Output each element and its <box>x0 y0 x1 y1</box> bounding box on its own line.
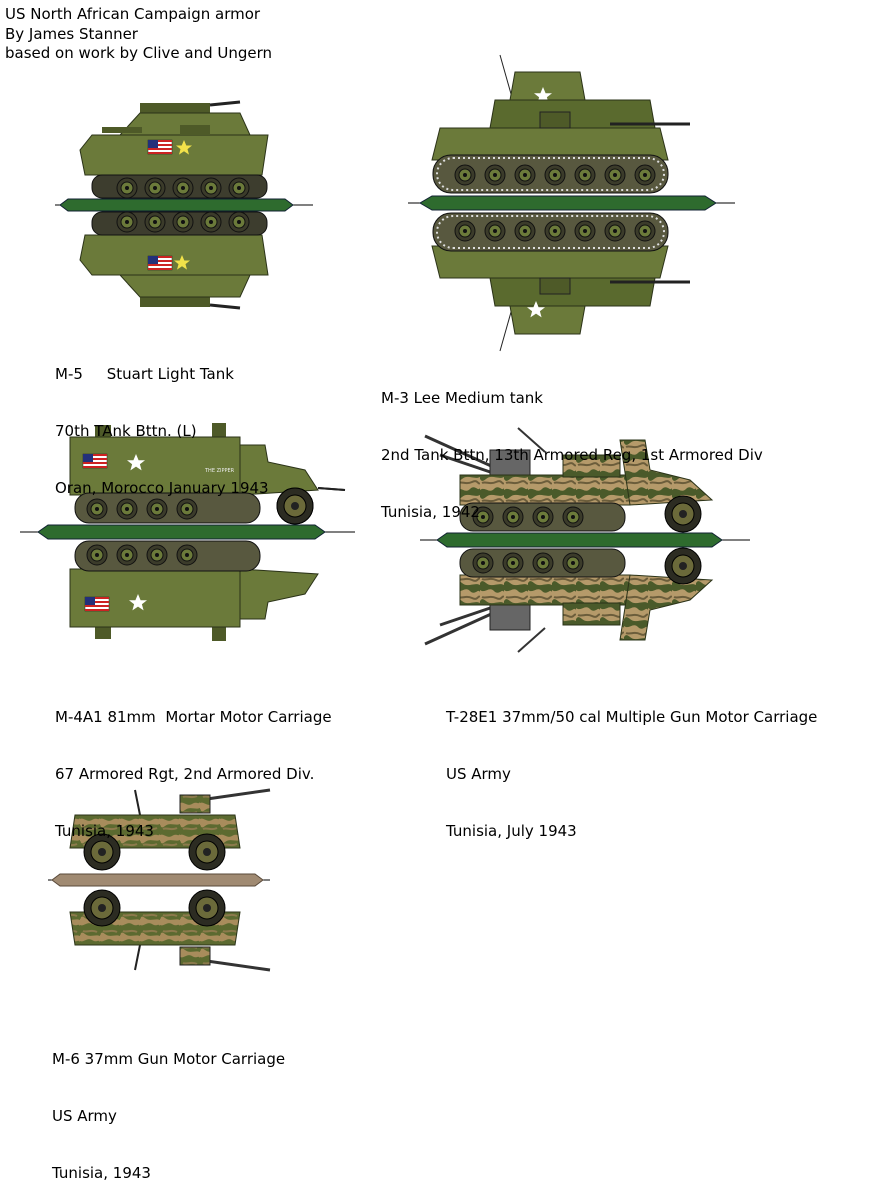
m5-caption-line-1: M-5 Stuart Light Tank <box>55 365 234 383</box>
m5-stuart-art <box>55 100 313 310</box>
m6-caption: M-6 37mm Gun Motor Carriage US Army Tuni… <box>52 1012 285 1202</box>
m4a1-caption-line-3: Tunisia, 1943 <box>55 822 154 840</box>
m4a1-caption-line-1: M-4A1 81mm Mortar Motor Carriage <box>55 708 332 726</box>
m4a1-mortar-art: THE ZIPPER <box>20 423 355 641</box>
t28e1-caption-line-2: US Army <box>446 765 511 783</box>
t28e1-art <box>420 427 750 653</box>
m6-caption-line-2: US Army <box>52 1107 117 1125</box>
m4a1-marking: THE ZIPPER <box>204 468 235 474</box>
m5-caption: M-5 Stuart Light Tank 70th TAnk Bttn. (L… <box>55 327 269 517</box>
vehicle-artwork: THE ZIPPER <box>20 54 750 972</box>
m6-caption-line-1: M-6 37mm Gun Motor Carriage <box>52 1050 286 1068</box>
m5-caption-line-2: 70th TAnk Bttn. (L) <box>55 422 197 440</box>
header-line-1: US North African Campaign armor <box>5 5 261 23</box>
m6-art <box>48 788 271 972</box>
t28e1-caption: T-28E1 37mm/50 cal Multiple Gun Motor Ca… <box>446 670 817 860</box>
m5-caption-line-3: Oran, Morocco January 1943 <box>55 479 269 497</box>
header-line-2: By James Stanner <box>5 25 138 43</box>
m3-caption-line-3: Tunisia, 1942 <box>381 503 480 521</box>
m4a1-caption: M-4A1 81mm Mortar Motor Carriage 67 Armo… <box>55 670 332 860</box>
m6-caption-line-3: Tunisia, 1943 <box>52 1164 151 1182</box>
t28e1-caption-line-3: Tunisia, July 1943 <box>446 822 577 840</box>
m3-caption-line-1: M-3 Lee Medium tank <box>381 389 543 407</box>
t28e1-caption-line-1: T-28E1 37mm/50 cal Multiple Gun Motor Ca… <box>446 708 818 726</box>
m3-caption: M-3 Lee Medium tank 2nd Tank Bttn, 13th … <box>381 351 763 541</box>
header-line-3: based on work by Clive and Ungern <box>5 44 273 62</box>
m3-caption-line-2: 2nd Tank Bttn, 13th Armored Reg, 1st Arm… <box>381 446 763 464</box>
m4a1-caption-line-2: 67 Armored Rgt, 2nd Armored Div. <box>55 765 315 783</box>
m3-lee-art <box>408 54 735 352</box>
